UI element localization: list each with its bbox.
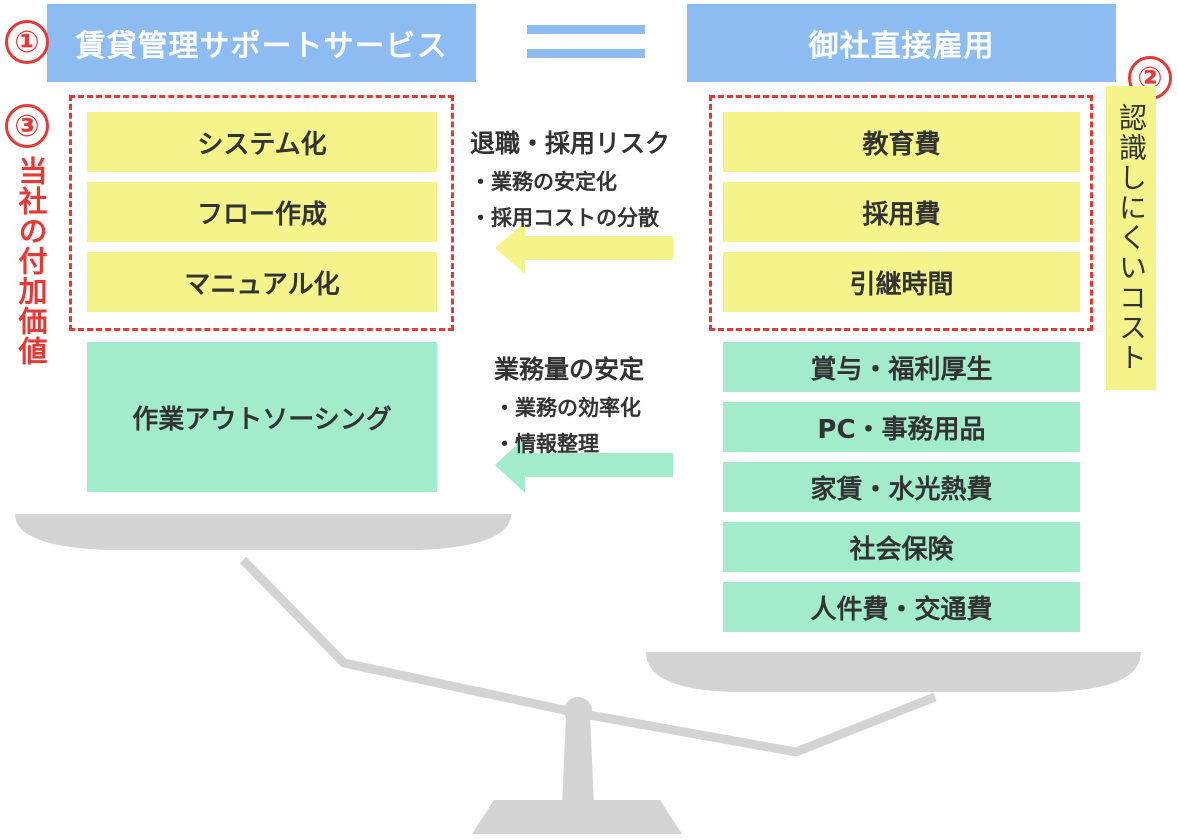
middle-upper-item: ・業務の安定化 [470, 170, 617, 194]
middle-lower-title: 業務量の安定 [494, 355, 645, 384]
scale-pole [562, 715, 594, 806]
middle-upper-title: 退職・採用リスク [470, 129, 671, 158]
right-green-item: 賞与・福利厚生 [723, 342, 1080, 392]
right-vertical-label: 認識しにくいコスト [1106, 86, 1156, 390]
equals-sign-top-bar [527, 25, 645, 34]
marker-three: ③ [5, 104, 49, 148]
right-yellow-item: 教育費 [723, 112, 1080, 172]
right-dashed-group [709, 95, 1093, 331]
upper-arrow-icon [495, 222, 673, 274]
middle-upper-item: ・採用コストの分散 [470, 206, 659, 230]
right-green-item: 人件費・交通費 [723, 582, 1080, 632]
left-green-item: 作業アウトソーシング [87, 342, 437, 492]
right-green-item: 社会保険 [723, 522, 1080, 572]
right-yellow-item: 引継時間 [723, 252, 1080, 312]
left-yellow-item: システム化 [87, 112, 437, 172]
middle-upper-text: 退職・採用リスク ・業務の安定化 ・採用コストの分散 [470, 124, 670, 232]
scale-base [472, 800, 682, 834]
right-yellow-item: 採用費 [723, 182, 1080, 242]
left-yellow-item: フロー作成 [87, 182, 437, 242]
left-yellow-item: マニュアル化 [87, 252, 437, 312]
equals-sign-bottom-bar [527, 49, 645, 58]
right-green-item: 家賃・水光熱費 [723, 462, 1080, 512]
left-vertical-label: 当社の付加価値 [14, 156, 48, 366]
left-dashed-group [69, 95, 454, 331]
scale-pivot [564, 697, 592, 725]
middle-lower-item: ・業務の効率化 [494, 396, 641, 420]
middle-lower-text: 業務量の安定 ・業務の効率化 ・情報整理 [494, 350, 644, 458]
right-header: 御社直接雇用 [687, 4, 1116, 82]
left-scale-pan [15, 514, 511, 550]
middle-lower-item: ・情報整理 [494, 432, 599, 456]
right-scale-pan [646, 652, 1141, 692]
lower-arrow-icon [495, 437, 673, 493]
marker-one: ① [5, 20, 49, 64]
left-header: 賃貸管理サポートサービス [47, 4, 476, 82]
right-green-item: PC・事務用品 [723, 402, 1080, 452]
